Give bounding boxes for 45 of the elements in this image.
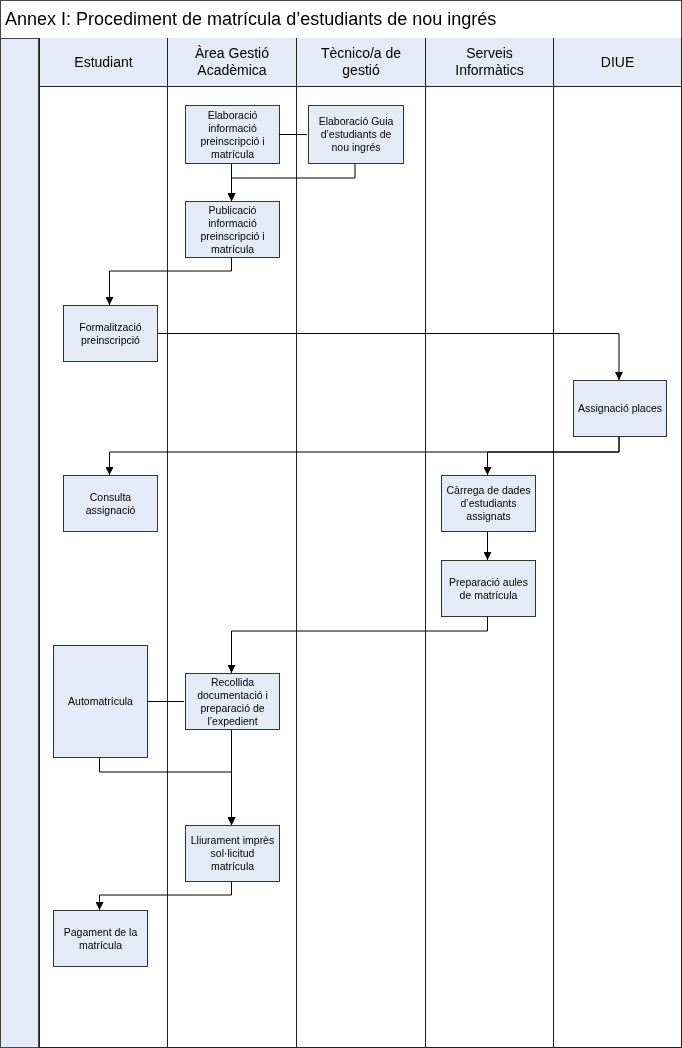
connector-line <box>278 134 308 135</box>
swimlane <box>167 38 297 1048</box>
process-label: Lliurament imprès sol·licitud matrícula <box>189 834 276 873</box>
process-label: Formalització preinscripció <box>78 320 143 347</box>
process-label: Càrrega de dades d’estudiants assignats <box>445 484 532 523</box>
connector-line <box>146 701 185 702</box>
process-box <box>185 105 280 164</box>
lane-title: Serveis Informàtics <box>454 45 525 79</box>
arrow <box>99 757 236 826</box>
process-label: Preparació aules de matrícula <box>448 575 529 602</box>
process-box <box>185 201 280 258</box>
process-label: Recollida documentació i preparació de l’expedient <box>196 675 269 728</box>
arrow <box>95 881 232 911</box>
process-label: Assignació places <box>576 402 663 415</box>
arrow <box>227 616 488 674</box>
arrow <box>156 333 623 381</box>
swimlane <box>553 38 682 1048</box>
process-label: Pagament de la matrícula <box>62 925 139 952</box>
swimlane <box>296 38 426 1048</box>
lane-title: Àrea Gestió Acadèmica <box>194 45 270 79</box>
process-box <box>308 105 404 164</box>
process-box <box>53 910 148 967</box>
arrow <box>483 436 620 476</box>
lane-title: Tècnico/a de gestió <box>319 45 403 79</box>
process-box <box>185 825 280 882</box>
lane-title: DIUE <box>599 53 636 71</box>
process-box <box>185 673 280 730</box>
process-label: Publicació informació preinscripció i matrícula <box>199 203 266 256</box>
process-box <box>441 475 536 532</box>
arrow <box>105 257 232 306</box>
lane-title: Estudiant <box>73 53 134 71</box>
arrow <box>483 531 492 561</box>
process-label: Consulta assignació <box>84 490 137 517</box>
process-box <box>573 380 667 437</box>
process-label: Elaboració Guia d’estudiants de nou ingrés <box>317 115 395 154</box>
swimlane <box>39 38 168 1048</box>
diagram-title: Annex I: Procediment de matrícula d’estudiants de nou ingrés <box>5 9 497 30</box>
process-box <box>63 305 158 362</box>
arrow <box>227 163 356 202</box>
process-box <box>53 645 148 758</box>
process-box <box>441 560 536 617</box>
process-box <box>63 475 158 532</box>
process-label: Elaboració informació preinscripció i matrícula <box>199 108 266 161</box>
swimlane <box>425 38 554 1048</box>
process-label: Automatrícula <box>67 695 134 708</box>
